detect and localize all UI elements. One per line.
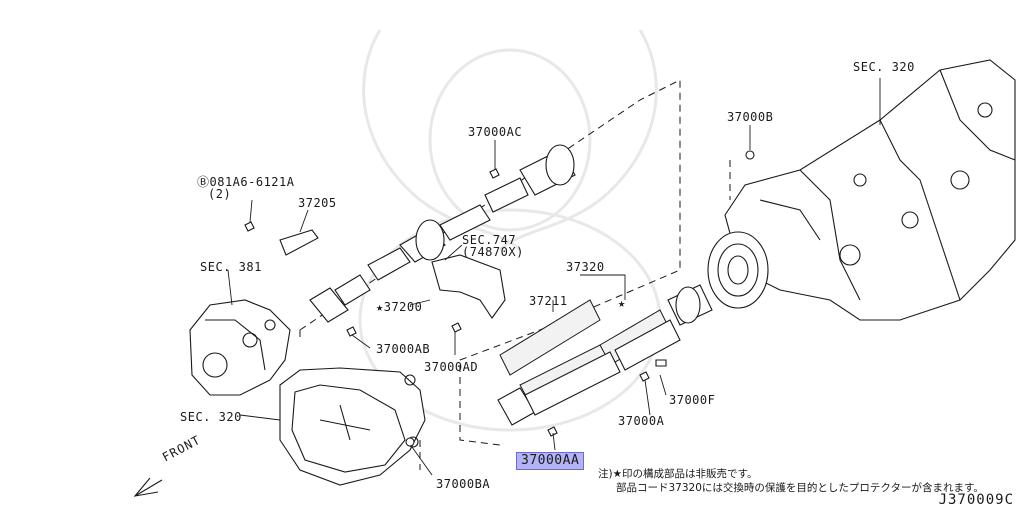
transmission-bottom-left <box>279 367 426 486</box>
label-37320[interactable]: 37320 <box>566 260 605 274</box>
note-line-1: 注)★印の構成部品は非販売です。 <box>598 468 758 480</box>
star-mark: ★ <box>618 296 626 310</box>
label-37200[interactable]: ★37200 <box>376 300 423 314</box>
front-arrow-icon <box>133 477 163 497</box>
label-bolt-code[interactable]: Ⓑ081A6-6121A <box>197 175 295 189</box>
label-37205[interactable]: 37205 <box>298 196 337 210</box>
label-37000ac[interactable]: 37000AC <box>468 125 523 139</box>
leader-lines <box>227 78 881 476</box>
label-sec747-sub: (74870X) <box>462 245 524 259</box>
label-bolt-qty: (2) <box>208 187 232 201</box>
label-37000aa-highlighted[interactable]: 37000AA <box>516 452 585 470</box>
label-37000ad[interactable]: 37000AD <box>424 360 479 374</box>
transfer-case-left <box>189 299 291 396</box>
fasteners <box>244 150 755 447</box>
transmission-top-right <box>707 59 1016 321</box>
label-sec320-bottom[interactable]: SEC. 320 <box>180 410 242 424</box>
note-line-2: 部品コード37320には交換時の保護を目的としたプロテクターが含まれます。 <box>616 482 984 494</box>
label-sec381[interactable]: SEC. 381 <box>200 260 262 274</box>
label-37000f[interactable]: 37000F <box>669 393 716 407</box>
label-37000ab[interactable]: 37000AB <box>376 342 431 356</box>
figure-code: J370009C <box>938 492 1014 508</box>
front-propeller-shaft <box>309 144 576 323</box>
rear-propeller-shaft <box>497 284 713 426</box>
label-sec320-top[interactable]: SEC. 320 <box>853 60 915 74</box>
label-37000ba[interactable]: 37000BA <box>436 477 491 491</box>
label-37000a[interactable]: 37000A <box>618 414 665 428</box>
label-sec747[interactable]: SEC.747 <box>462 233 517 247</box>
assembly-dashed-outline <box>299 79 731 470</box>
label-37211[interactable]: 37211 <box>529 294 568 308</box>
label-37000b[interactable]: 37000B <box>727 110 774 124</box>
